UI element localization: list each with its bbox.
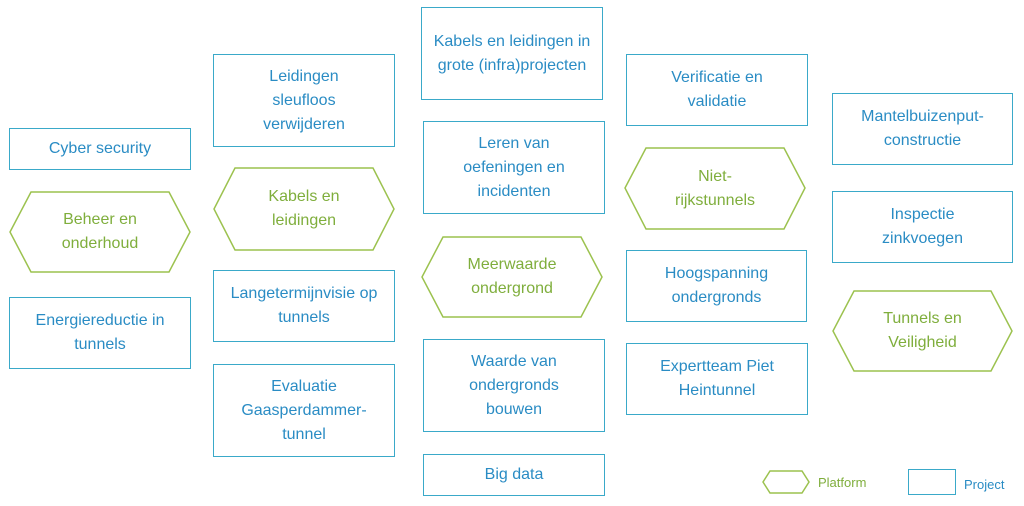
project-box-inspectie-zinkvoegen: Inspectie zinkvoegen [832, 191, 1013, 263]
project-box-verificatie-validatie: Verificatie en validatie [626, 54, 808, 126]
platform-label: Niet-rijkstunnels [674, 167, 756, 209]
project-label: Waarde van ondergronds bouwen [469, 352, 559, 418]
project-box-cyber-security: Cyber security [9, 128, 191, 170]
project-box-leren-van-oefeningen: Leren van oefeningen en incidenten [423, 121, 605, 214]
project-box-mantelbuizenput: Mantelbuizenput-constructie [832, 93, 1013, 165]
project-label: Expertteam Piet Heintunnel [660, 358, 774, 399]
platform-label: Beheer en onderhoud [61, 211, 139, 252]
project-label: Verificatie en validatie [671, 69, 763, 110]
project-label: Leren van oefeningen en incidenten [463, 134, 565, 200]
project-box-evaluatie-gaasperdammer: Evaluatie Gaasperdammer-tunnel [213, 364, 395, 457]
platform-label: Tunnels en Veiligheid [883, 310, 962, 351]
project-label: Leidingen sleufloos verwijderen [263, 67, 345, 133]
project-label: Langetermijnvisie op tunnels [230, 285, 378, 326]
project-label: Kabels en leidingen in grote (infra)proj… [433, 32, 591, 74]
project-label: Energiereductie in tunnels [35, 312, 165, 353]
platform-hex-kabels-leidingen: Kabels en leidingen [213, 167, 395, 251]
project-box-waarde-ondergronds-bouwen: Waarde van ondergronds bouwen [423, 339, 605, 432]
project-box-big-data: Big data [423, 454, 605, 496]
legend-platform-label: Platform [818, 475, 867, 490]
legend-project-box [908, 469, 956, 495]
project-box-expertteam-piet-hein: Expertteam Piet Heintunnel [626, 343, 808, 415]
project-box-langetermijnvisie: Langetermijnvisie op tunnels [213, 270, 395, 342]
project-label: Inspectie zinkvoegen [882, 206, 963, 247]
project-label: Big data [484, 466, 544, 483]
platform-hex-tunnels-veiligheid: Tunnels en Veiligheid [832, 290, 1013, 372]
platform-hex-niet-rijkstunnels: Niet-rijkstunnels [624, 147, 806, 230]
project-box-leidingen-sleufloos: Leidingen sleufloos verwijderen [213, 54, 395, 147]
platform-label: Meerwaarde ondergrond [467, 256, 557, 297]
legend-project-label: Project [964, 477, 1005, 492]
platform-hex-meerwaarde-ondergrond: Meerwaarde ondergrond [421, 236, 603, 318]
project-box-energiereductie: Energiereductie in tunnels [9, 297, 191, 369]
project-label: Cyber security [48, 140, 152, 157]
project-label: Mantelbuizenput-constructie [861, 108, 984, 149]
platform-label: Kabels en leidingen [268, 188, 340, 229]
project-label: Hoogspanning ondergronds [664, 265, 769, 306]
project-box-hoogspanning: Hoogspanning ondergronds [626, 250, 807, 322]
project-box-kabels-grote-projecten: Kabels en leidingen in grote (infra)proj… [421, 7, 603, 100]
platform-hex-beheer-onderhoud: Beheer en onderhoud [9, 191, 191, 273]
project-label: Evaluatie Gaasperdammer-tunnel [241, 377, 367, 443]
legend-platform-hex [762, 470, 810, 494]
